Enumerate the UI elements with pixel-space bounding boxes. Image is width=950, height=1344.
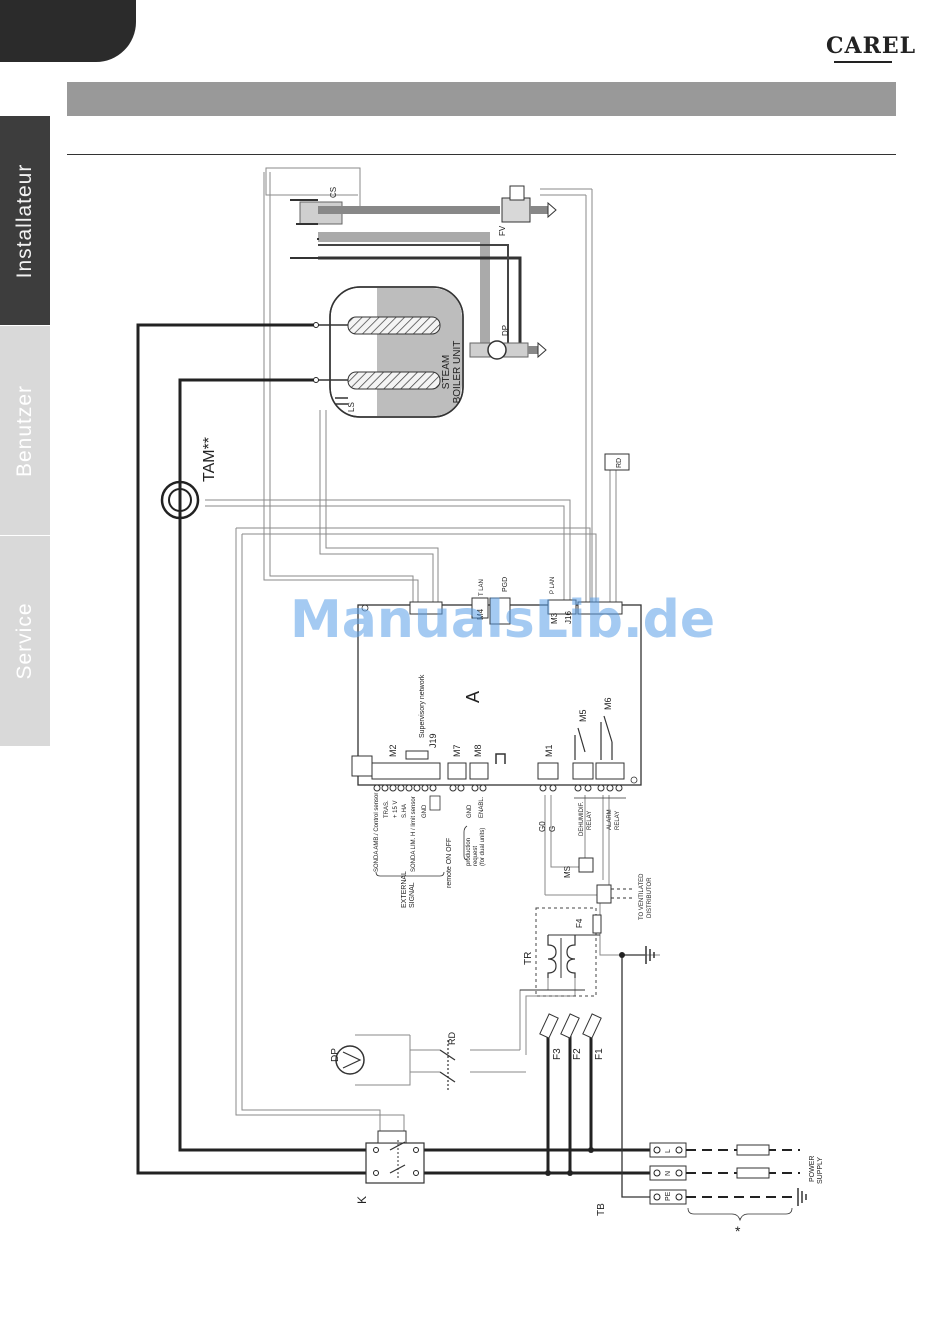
label-alarm: ALARM — [607, 809, 613, 830]
label-m7: M7 — [452, 744, 462, 757]
label-dp-pump: DP — [330, 1048, 341, 1062]
label-m6: M6 — [603, 697, 613, 710]
drain-pump — [335, 1045, 365, 1075]
contactor-k — [365, 1130, 425, 1184]
signal-production-3: (for dual units) — [480, 828, 486, 866]
label-tr: TR — [523, 952, 534, 965]
label-dehum: DEHUMIDIF. — [579, 801, 585, 836]
supply-fuses — [736, 1144, 770, 1179]
label-m8: M8 — [473, 744, 483, 757]
label-alarm-relay: RELAY — [615, 811, 621, 830]
fuses — [539, 1013, 602, 1039]
earth-symbol — [645, 946, 655, 964]
signal-production-1: production — [466, 838, 472, 866]
label-plan: P LAN — [550, 577, 556, 594]
label-tlan: T LAN — [479, 579, 485, 596]
label-m2: M2 — [388, 744, 398, 757]
label-power-1: POWER — [809, 1156, 816, 1182]
header-rule — [67, 154, 896, 155]
signal-s6: GND — [422, 804, 428, 818]
junction-dots — [545, 952, 625, 1176]
screw-terminals — [373, 784, 623, 792]
signal-s2: TRAS. — [384, 800, 390, 818]
power-wires — [136, 323, 650, 1175]
label-m4: M4 — [476, 608, 485, 620]
supply-earth — [797, 1188, 807, 1206]
signal-s1: SONDA AMB./ Control sensor — [374, 793, 380, 872]
side-tab-benutzer[interactable]: Benutzer — [0, 326, 50, 535]
label-f1: F1 — [594, 1048, 605, 1060]
rd-box — [604, 453, 630, 471]
label-f2: F2 — [572, 1048, 583, 1060]
carel-logo: CAREL — [826, 33, 917, 59]
label-rd-switch: RD — [447, 1032, 457, 1045]
rd-switch — [439, 1040, 456, 1092]
label-term-pe: PE — [665, 1191, 672, 1201]
signal-remote: remote ON OFF — [446, 838, 453, 888]
signal-external-2: SIGNAL — [409, 882, 416, 908]
label-cs: CS — [329, 187, 338, 198]
label-rd-box: RD — [616, 458, 623, 468]
signal-gnd: GND — [467, 804, 473, 818]
board-label-a: A — [463, 691, 483, 703]
label-star: * — [735, 1223, 741, 1239]
label-k: K — [355, 1196, 369, 1204]
label-term-n: N — [665, 1171, 672, 1176]
header-bar — [67, 82, 896, 116]
label-g0: G0 — [538, 821, 547, 832]
label-fv: FV — [498, 225, 507, 236]
corner-tab — [0, 0, 136, 62]
label-m3: M3 — [550, 612, 559, 624]
label-term-l: L — [665, 1149, 672, 1153]
label-ls: LS — [347, 402, 356, 412]
steam-pipes — [290, 185, 557, 360]
label-j19: J19 — [428, 733, 438, 748]
watermark: ManualsLib.de — [290, 590, 716, 650]
label-pgd: PGD — [502, 577, 509, 592]
label-dehum-relay: RELAY — [587, 811, 593, 830]
signal-s3: + 15 V — [393, 800, 399, 818]
signal-wires — [205, 167, 660, 1133]
side-tab-installateur[interactable]: Installateur — [0, 116, 50, 325]
label-f3: F3 — [552, 1048, 563, 1060]
label-tb: TB — [596, 1203, 607, 1216]
earth-wires — [621, 954, 650, 1198]
label-to-vent-2: DISTRIBUTOR — [647, 877, 653, 918]
vent-connector — [596, 884, 612, 904]
tam-sensor — [160, 480, 200, 520]
label-tam: TAM** — [201, 437, 218, 482]
label-g: G — [548, 826, 557, 832]
label-supervisory: Supervisory network — [419, 674, 426, 738]
boiler-label-2: BOILER UNIT — [452, 341, 463, 404]
logo-underline — [834, 61, 892, 63]
ms-switch — [578, 857, 594, 873]
label-power-2: SUPPLY — [817, 1157, 824, 1184]
signal-s4: S.HA — [402, 804, 408, 818]
terminal-block — [649, 1142, 687, 1205]
label-j16: J16 — [564, 611, 573, 624]
label-to-vent-1: TO VENTILATED — [639, 873, 645, 920]
label-ms: MS — [563, 866, 572, 878]
signal-s5: SONDA LIM. H / limit sensor — [411, 796, 417, 872]
side-tab-service[interactable]: Service — [0, 536, 50, 746]
steam-boiler — [313, 286, 464, 418]
signal-production-2: request — [473, 846, 479, 866]
transformer — [520, 907, 602, 997]
label-m5: M5 — [578, 709, 588, 722]
label-f4: F4 — [575, 918, 584, 928]
controller-board — [351, 597, 642, 786]
signal-enable: ENABL. — [479, 796, 485, 818]
signal-external-1: EXTERNAL — [401, 871, 408, 908]
boiler-label-1: STEAM — [441, 355, 452, 389]
label-dp-top: DP — [501, 325, 510, 336]
label-m1: M1 — [544, 744, 554, 757]
